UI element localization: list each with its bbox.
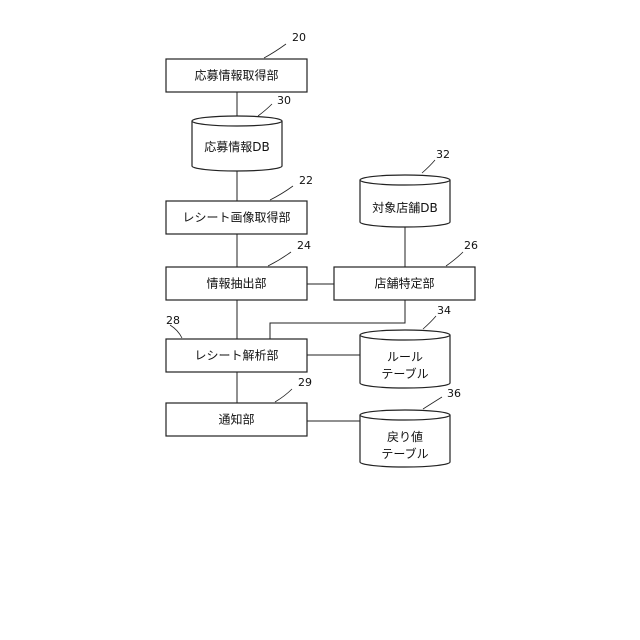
block-label: レシート解析部 bbox=[194, 348, 278, 363]
db-oubo: 応募情報DB bbox=[192, 116, 282, 171]
block-oubo-shutoku: 応募情報取得部 bbox=[166, 59, 307, 92]
db-top bbox=[360, 330, 450, 340]
ref-mark-29: 29 bbox=[275, 376, 312, 402]
leader-line bbox=[422, 160, 435, 173]
leader-line bbox=[268, 252, 291, 266]
block-jouhou-chuushutsu: 情報抽出部 bbox=[166, 267, 307, 300]
db-taishou-tenpo: 対象店舗DB bbox=[360, 175, 450, 227]
db-label-line-2: テーブル bbox=[381, 366, 428, 381]
ref-mark-34: 34 bbox=[423, 304, 451, 329]
block-label: 情報抽出部 bbox=[206, 276, 266, 291]
block-receipt-gazou: レシート画像取得部 bbox=[166, 201, 307, 234]
db-rule-table: ルール テーブル bbox=[360, 330, 450, 388]
block-label: 通知部 bbox=[218, 412, 254, 427]
ref-number: 26 bbox=[464, 239, 478, 252]
leader-line bbox=[446, 252, 463, 266]
ref-mark-32: 32 bbox=[422, 148, 450, 173]
db-label-line-1: ルール bbox=[387, 350, 423, 364]
leader-line bbox=[258, 104, 272, 116]
block-receipt-kaiseki: レシート解析部 bbox=[166, 339, 307, 372]
ref-number: 36 bbox=[447, 387, 461, 400]
block-tenpo-tokutei: 店舗特定部 bbox=[334, 267, 475, 300]
ref-mark-28: 28 bbox=[166, 314, 182, 338]
ref-mark-22: 22 bbox=[270, 174, 313, 200]
block-label: 応募情報取得部 bbox=[194, 68, 278, 83]
block-label: レシート画像取得部 bbox=[182, 210, 290, 225]
leader-line bbox=[423, 397, 442, 409]
ref-mark-26: 26 bbox=[446, 239, 478, 266]
db-label: 応募情報DB bbox=[204, 140, 269, 154]
block-tsuuchi: 通知部 bbox=[166, 403, 307, 436]
ref-number: 32 bbox=[436, 148, 450, 161]
db-top bbox=[192, 116, 282, 126]
db-top bbox=[360, 175, 450, 185]
db-top bbox=[360, 410, 450, 420]
db-label-line-1: 戻り値 bbox=[387, 429, 423, 444]
leader-line bbox=[264, 44, 286, 58]
ref-number: 20 bbox=[292, 31, 306, 44]
leader-line bbox=[423, 316, 436, 329]
ref-number: 24 bbox=[297, 239, 311, 252]
ref-mark-30: 30 bbox=[258, 94, 291, 116]
db-label: 対象店舗DB bbox=[372, 201, 437, 215]
db-label-line-2: テーブル bbox=[381, 446, 428, 461]
ref-number: 34 bbox=[437, 304, 451, 317]
ref-number: 22 bbox=[299, 174, 313, 187]
leader-line bbox=[275, 389, 292, 402]
leader-line bbox=[270, 186, 293, 200]
db-modorine-table: 戻り値 テーブル bbox=[360, 410, 450, 467]
block-label: 店舗特定部 bbox=[374, 276, 434, 291]
ref-number: 28 bbox=[166, 314, 180, 327]
ref-mark-24: 24 bbox=[268, 239, 311, 266]
ref-number: 30 bbox=[277, 94, 291, 107]
ref-mark-20: 20 bbox=[264, 31, 306, 58]
ref-number: 29 bbox=[298, 376, 312, 389]
ref-mark-36: 36 bbox=[423, 387, 461, 409]
